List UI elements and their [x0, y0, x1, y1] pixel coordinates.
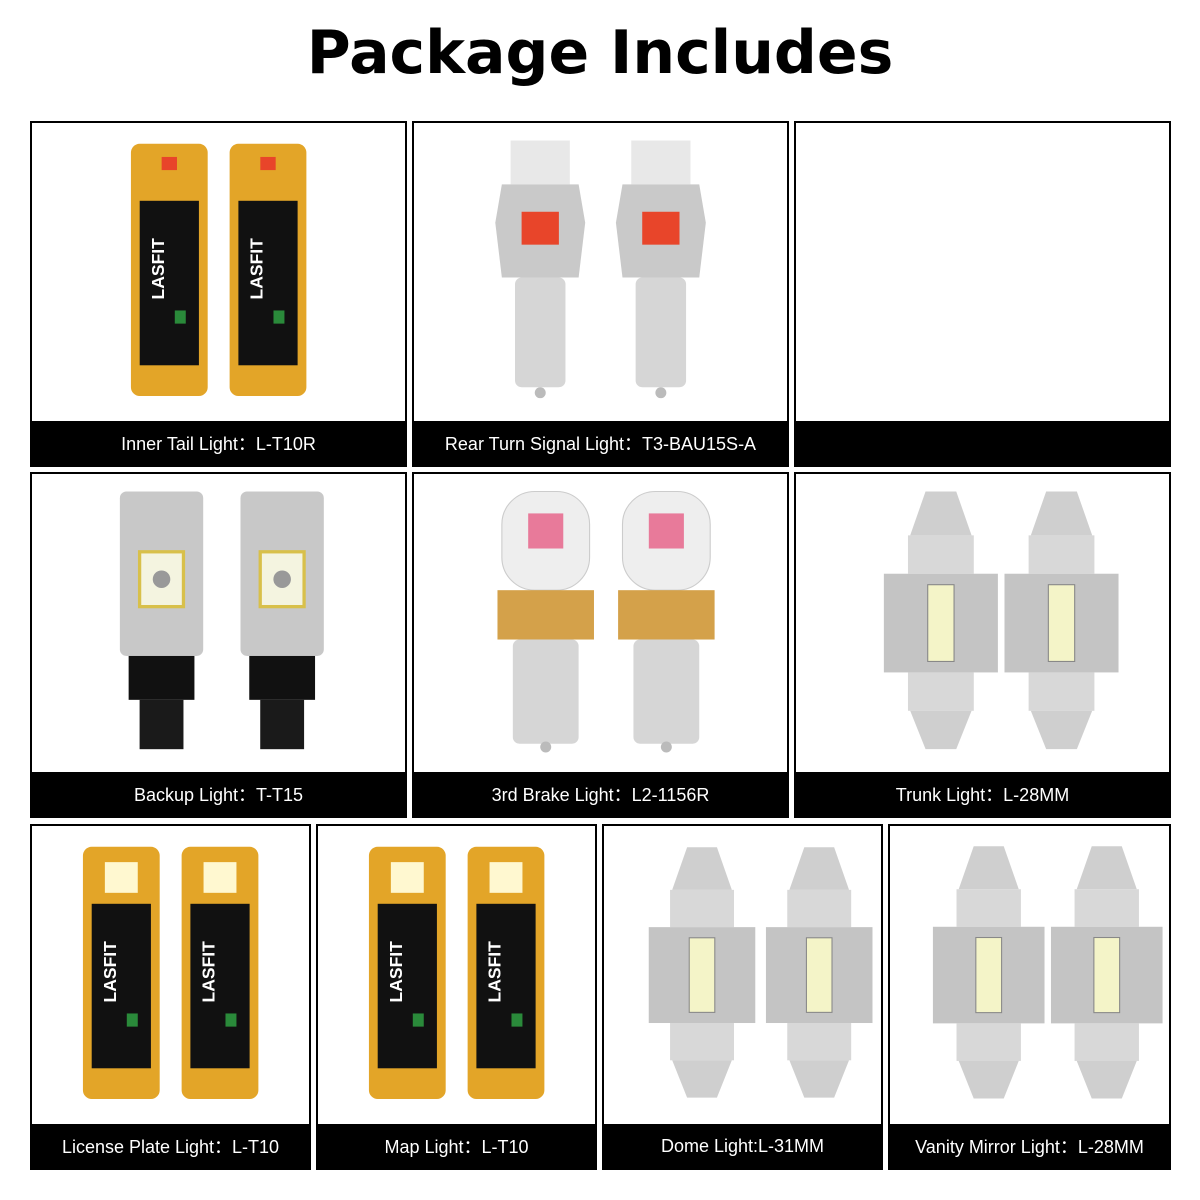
page-title: Package Includes	[306, 18, 894, 88]
product-card-vanity-mirror-light: Vanity Mirror Light：L-28MM	[888, 824, 1171, 1170]
product-image: LASFIT LASFIT	[32, 826, 309, 1124]
bulb-pair-image	[648, 847, 873, 1098]
svg-text:LASFIT: LASFIT	[100, 941, 120, 1003]
product-image: LASFIT LASFIT	[32, 123, 405, 421]
festoon-bulb	[1004, 491, 1119, 750]
product-card-trunk-light: Trunk Light：L-28MM	[794, 472, 1171, 818]
t10-bulb: LASFIT	[467, 846, 545, 1099]
svg-text:LASFIT: LASFIT	[148, 238, 168, 300]
product-card-backup-light: Backup Light：T-T15	[30, 472, 407, 818]
festoon-bulb	[1050, 846, 1163, 1099]
product-image	[796, 123, 1169, 421]
svg-text:LASFIT: LASFIT	[198, 941, 218, 1003]
t10-bulb: LASFIT	[82, 846, 160, 1099]
festoon-bulb	[932, 846, 1045, 1099]
product-image	[414, 474, 787, 772]
product-image: LASFIT LASFIT	[318, 826, 595, 1124]
bau15s-bulb	[615, 140, 706, 399]
product-label	[796, 421, 1169, 465]
product-label: License Plate Light：L-T10	[32, 1124, 309, 1168]
product-label: Dome Light:L-31MM	[604, 1124, 881, 1168]
1156-bulb	[497, 490, 594, 753]
product-label: Backup Light：T-T15	[32, 772, 405, 816]
product-label: Inner Tail Light：L-T10R	[32, 421, 405, 465]
product-card-rear-turn-signal: Rear Turn Signal Light：T3-BAU15S-A	[412, 121, 789, 467]
bulb-pair-image	[883, 491, 1119, 750]
t10-bulb: LASFIT	[368, 846, 446, 1099]
bulb-pair-image: LASFIT LASFIT	[82, 846, 259, 1099]
svg-text:LASFIT: LASFIT	[484, 941, 504, 1003]
1156-bulb	[618, 490, 715, 753]
product-label: Vanity Mirror Light：L-28MM	[890, 1124, 1169, 1168]
product-card-empty	[794, 121, 1171, 467]
product-label: Map Light：L-T10	[318, 1124, 595, 1168]
t10-bulb: LASFIT	[181, 846, 259, 1099]
bau15s-bulb	[495, 140, 586, 399]
product-card-dome-light: Dome Light:L-31MM	[602, 824, 883, 1170]
product-label: 3rd Brake Light：L2-1156R	[414, 772, 787, 816]
festoon-bulb	[883, 491, 998, 750]
product-card-inner-tail-light: LASFIT LASFIT Inner Tail Light：L-T10R	[30, 121, 407, 467]
bulb-pair-image	[497, 490, 715, 753]
product-image	[414, 123, 787, 421]
svg-text:LASFIT: LASFIT	[386, 941, 406, 1003]
product-label: Trunk Light：L-28MM	[796, 772, 1169, 816]
svg-text:LASFIT: LASFIT	[246, 238, 266, 300]
bulb-pair-image	[119, 491, 324, 750]
t10-bulb: LASFIT	[229, 143, 307, 396]
festoon-bulb	[648, 847, 756, 1098]
t15-bulb	[119, 491, 204, 750]
festoon-bulb	[765, 847, 873, 1098]
product-card-license-plate-light: LASFIT LASFIT License Plate Light：L-T10	[30, 824, 311, 1170]
t15-bulb	[240, 491, 324, 750]
product-image	[604, 826, 881, 1124]
bulb-pair-image: LASFIT LASFIT	[130, 143, 307, 396]
product-card-map-light: LASFIT LASFIT Map Light：L-T10	[316, 824, 597, 1170]
product-label: Rear Turn Signal Light：T3-BAU15S-A	[414, 421, 787, 465]
product-image	[32, 474, 405, 772]
product-card-3rd-brake-light: 3rd Brake Light：L2-1156R	[412, 472, 789, 818]
bulb-pair-image: LASFIT LASFIT	[368, 846, 545, 1099]
bulb-pair-image	[495, 140, 706, 399]
product-image	[890, 826, 1169, 1124]
product-image	[796, 474, 1169, 772]
bulb-pair-image	[932, 846, 1163, 1099]
t10-bulb: LASFIT	[130, 143, 208, 396]
